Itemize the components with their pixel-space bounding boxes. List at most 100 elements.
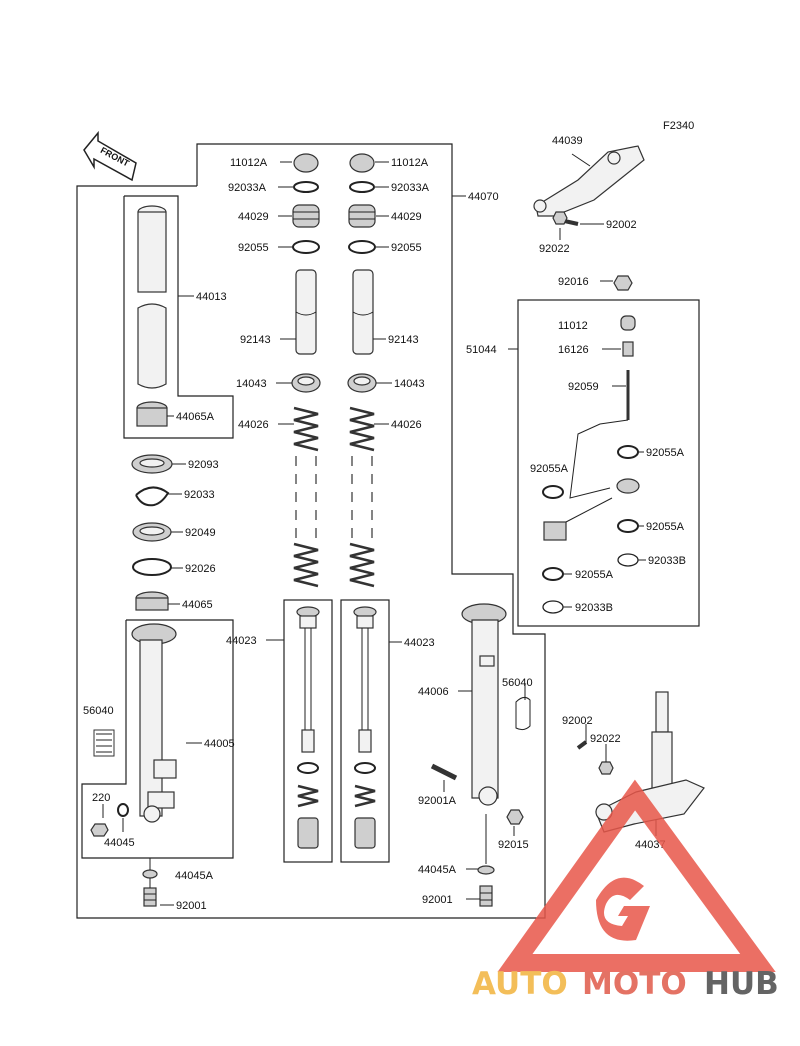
front-arrow-icon: FRONT [83, 130, 137, 182]
label-92033A-right: 92033A [391, 182, 430, 194]
label-16126: 16126 [558, 344, 589, 356]
dust-seal-92093 [131, 454, 173, 474]
label-44045A-left: 44045A [175, 870, 214, 882]
part-labels: 11012A 11012A 92033A 92033A 44029 44029 … [83, 135, 686, 912]
label-11012: 11012 [558, 320, 588, 332]
plug-44029-left [292, 204, 320, 228]
label-44013: 44013 [196, 291, 227, 303]
bolt-92002-bottom [576, 740, 588, 750]
box-44023-right [340, 599, 390, 863]
washer-92022-top [552, 211, 568, 225]
label-56040-left: 56040 [83, 705, 114, 717]
washer-44045A-right [477, 865, 495, 875]
label-92022-bottom: 92022 [590, 733, 621, 745]
cap-11012 [620, 315, 636, 331]
watermark-auto: AUTO [472, 966, 568, 1002]
outer-tube-44006 [461, 603, 507, 806]
rod-44023-right [353, 606, 377, 849]
bushing-44065 [135, 591, 169, 611]
oil-seal-92049 [132, 522, 172, 542]
ring-92033B-1 [617, 553, 639, 567]
spring-44026-right [349, 406, 375, 588]
nut-92015 [506, 809, 524, 825]
label-92026: 92026 [185, 563, 216, 575]
label-92015: 92015 [498, 839, 529, 851]
label-sticker-56040-left [93, 729, 115, 757]
label-11012A-left: 11012A [230, 157, 268, 169]
label-44039: 44039 [552, 135, 583, 147]
label-92001A: 92001A [418, 795, 457, 807]
washer-44045 [117, 803, 129, 817]
bolt-92001A [430, 763, 458, 781]
cap-11012A-left [293, 153, 319, 173]
main-frame [76, 143, 546, 919]
label-92055-left: 92055 [238, 242, 269, 254]
label-44023-left: 44023 [226, 635, 257, 647]
ring-92033A-left [293, 181, 319, 193]
nut-92016 [613, 275, 633, 291]
label-51044: 51044 [466, 344, 497, 356]
label-44037: 44037 [635, 839, 666, 851]
figure-code: F2340 [663, 120, 694, 132]
label-92055A-1: 92055A [646, 447, 685, 459]
washer-44045A-left [142, 869, 158, 879]
washer-92026 [132, 558, 172, 576]
label-92055A-4: 92055A [575, 569, 614, 581]
pipe-92059 [569, 370, 630, 499]
label-44029-right: 44029 [391, 211, 422, 223]
label-44006: 44006 [418, 686, 449, 698]
label-92001-right: 92001 [422, 894, 453, 906]
box-44023-left [283, 599, 333, 863]
oring-92055A-4 [542, 567, 564, 581]
spring-44026-left [293, 406, 319, 588]
label-sticker-56040-right [515, 696, 531, 731]
ring-92033A-right [349, 181, 375, 193]
inner-box-44005 [81, 619, 234, 859]
label-44026-right: 44026 [391, 419, 422, 431]
watermark-hub: HUB [704, 966, 779, 1002]
label-92059: 92059 [568, 381, 599, 393]
label-92055A-2: 92055A [530, 463, 569, 475]
label-11012A-right: 11012A [391, 157, 429, 169]
inner-tube-44013 [137, 205, 167, 389]
bolt-220 [90, 823, 109, 837]
fitting-16126 [622, 341, 634, 357]
label-44045A-right: 44045A [418, 864, 457, 876]
label-44023-right: 44023 [404, 637, 435, 649]
box-51044 [517, 299, 700, 627]
label-44026-left: 44026 [238, 419, 269, 431]
label-92143-left: 92143 [240, 334, 271, 346]
seat-14043-left [291, 373, 321, 393]
label-92016: 92016 [558, 276, 589, 288]
label-92002-bottom: 92002 [562, 715, 593, 727]
spacer-92143-right [352, 269, 374, 355]
upper-bracket-44039 [533, 145, 645, 217]
label-92033B-1: 92033B [648, 555, 686, 567]
watermark-logo: AUTO MOTO HUB [472, 779, 779, 1002]
label-44005: 44005 [204, 738, 235, 750]
seat-14043-right [347, 373, 377, 393]
label-92033: 92033 [184, 489, 215, 501]
spacer-92143-left [295, 269, 317, 355]
oring-92055A-3 [617, 519, 639, 533]
bolt-92001-right [479, 885, 493, 907]
label-92055A-3: 92055A [646, 521, 685, 533]
label-44029-left: 44029 [238, 211, 269, 223]
label-92093: 92093 [188, 459, 219, 471]
watermark-moto: MOTO [582, 966, 687, 1002]
bolt-92001-left [143, 887, 157, 907]
label-92022-top: 92022 [539, 243, 570, 255]
oring-92055A-1 [617, 445, 639, 459]
label-92055-right: 92055 [391, 242, 422, 254]
plug-44029-right [348, 204, 376, 228]
label-14043-left: 14043 [236, 378, 267, 390]
label-44070: 44070 [468, 191, 499, 203]
label-92002-top: 92002 [606, 219, 637, 231]
label-44065: 44065 [182, 599, 213, 611]
bushing-44065A [136, 401, 168, 427]
label-92033A-left: 92033A [228, 182, 267, 194]
clip-92033 [135, 486, 170, 507]
label-44065A: 44065A [176, 411, 215, 423]
label-92049: 92049 [185, 527, 216, 539]
